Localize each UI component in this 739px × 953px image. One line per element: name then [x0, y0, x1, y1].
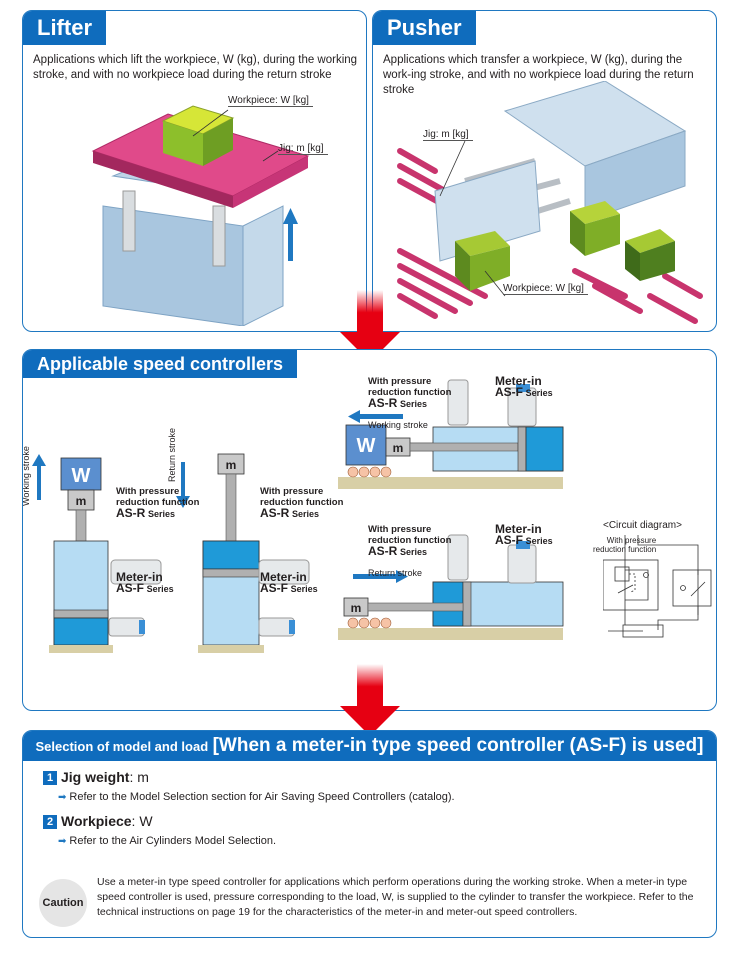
with-pressure-text: With pressure [116, 486, 180, 497]
up-arrow-icon [288, 221, 293, 261]
working-stroke-label-vertical: Working stroke [22, 446, 31, 506]
pusher-title: Pusher [373, 11, 476, 45]
series-text: Series [399, 547, 428, 557]
as-r-label-2: With pressure reduction function AS-R Se… [260, 486, 343, 520]
meter-in-text: Meter-in [260, 570, 307, 584]
selection-title-small: Selection of model and load [35, 739, 209, 754]
series-text: Series [525, 536, 553, 546]
lifter-description: Applications which lift the workpiece, W… [33, 54, 358, 81]
selection-title-big: [When a meter-in type speed controller (… [212, 735, 704, 756]
lifter-title: Lifter [23, 11, 106, 45]
return-stroke-label-vertical: Return stroke [167, 427, 177, 482]
selection-panel: Selection of model and load [When a mete… [22, 730, 717, 938]
meter-in-text: Meter-in [495, 522, 542, 536]
circuit-with-pressure-label: With pressure reduction function [593, 536, 656, 554]
svg-text:m: m [76, 494, 87, 508]
working-stroke-label: Working stroke [368, 420, 428, 430]
pusher-description: Applications which transfer a workpiece,… [383, 54, 694, 96]
as-r-text: AS-R [368, 396, 398, 410]
caution-text: Use a meter-in type speed controller for… [97, 876, 694, 918]
as-f-label-4: Meter-in AS-F Series [495, 522, 553, 547]
as-f-text: AS-F [260, 581, 288, 595]
reduction-function-text: reduction function [368, 387, 452, 398]
return-stroke-label: Return stroke [368, 568, 423, 578]
series-text: Series [146, 584, 174, 594]
circuit-with-pressure-text: With pressure [606, 536, 657, 545]
as-f-text: AS-F [495, 533, 523, 547]
item-reference-text: Refer to the Air Cylinders Model Selecti… [69, 835, 277, 847]
reduction-function-text: reduction function [260, 497, 344, 508]
reduction-function-text: reduction function [116, 497, 200, 508]
pusher-illustration [397, 81, 703, 324]
as-f-label-1: Meter-in AS-F Series [116, 570, 174, 595]
selection-header: Selection of model and load [When a mete… [23, 731, 716, 761]
with-pressure-text: With pressure [260, 486, 324, 497]
svg-text:m: m [393, 441, 404, 455]
as-r-label-1: With pressure reduction function AS-R Se… [116, 486, 199, 520]
speed-controllers-title: Applicable speed controllers [23, 350, 298, 378]
svg-text:W: W [357, 435, 376, 457]
speed-controllers-panel: Applicable speed controllers W m m [22, 349, 717, 711]
as-f-text: AS-F [116, 581, 144, 595]
horizontal-cylinder-diagrams: W m m [338, 379, 564, 640]
series-text: Series [525, 388, 553, 398]
series-text: Series [291, 509, 320, 519]
lifter-workpiece-label: Workpiece: W [kg] [228, 95, 313, 107]
item-number-badge: 1 [43, 771, 57, 785]
circuit-diagram-title: <Circuit diagram> [603, 520, 682, 531]
pusher-jig-label: Jig: m [kg] [423, 129, 473, 141]
as-r-text: AS-R [116, 506, 146, 520]
item-number-badge: 2 [43, 815, 57, 829]
as-f-label-3: Meter-in AS-F Series [495, 374, 553, 399]
meter-in-text: Meter-in [116, 570, 163, 584]
as-r-text: AS-R [260, 506, 290, 520]
series-text: Series [290, 584, 318, 594]
item-title-rest: : W [131, 813, 153, 829]
item-reference: ➡Refer to the Air Cylinders Model Select… [58, 835, 276, 847]
meter-in-text: Meter-in [495, 374, 542, 388]
svg-text:m: m [351, 601, 362, 615]
selection-item: 1 Jig weight: m ➡Refer to the Model Selec… [43, 769, 455, 803]
as-r-text: AS-R [368, 544, 398, 558]
item-title-rest: : m [129, 769, 149, 785]
right-arrow-icon: ➡ [58, 836, 67, 847]
circuit-reduction-text: reduction function [593, 545, 657, 554]
lifter-illustration [91, 105, 310, 326]
item-title: Jig weight [61, 769, 130, 785]
down-arrow-icon [340, 664, 400, 736]
series-text: Series [399, 399, 428, 409]
as-r-label-4: With pressure reduction function AS-R Se… [368, 524, 451, 558]
as-r-label-3: With pressure reduction function AS-R Se… [368, 376, 451, 410]
with-pressure-text: With pressure [368, 524, 432, 535]
vertical-cylinder-diagrams: W m m [32, 453, 310, 653]
item-reference-text: Refer to the Model Selection section for… [69, 791, 455, 803]
svg-text:m: m [226, 458, 237, 472]
circuit-diagram [603, 535, 712, 638]
down-arrow-icon [340, 290, 400, 362]
as-f-label-2: Meter-in AS-F Series [260, 570, 318, 595]
reduction-function-text: reduction function [368, 535, 452, 546]
svg-text:W: W [72, 465, 91, 487]
lifter-panel: Lifter Applications which lift the workp… [22, 10, 367, 332]
pusher-panel: Pusher Applications which transfer a wor… [372, 10, 717, 332]
pusher-workpiece-label: Workpiece: W [kg] [503, 283, 588, 295]
caution-badge: Caution [39, 879, 87, 927]
series-text: Series [147, 509, 176, 519]
right-arrow-icon: ➡ [58, 792, 67, 803]
as-f-text: AS-F [495, 385, 523, 399]
lifter-jig-label: Jig: m [kg] [278, 143, 328, 155]
item-title: Workpiece [61, 813, 132, 829]
with-pressure-text: With pressure [368, 376, 432, 387]
item-reference: ➡Refer to the Model Selection section fo… [58, 791, 455, 803]
selection-item: 2 Workpiece: W ➡Refer to the Air Cylinder… [43, 813, 276, 847]
